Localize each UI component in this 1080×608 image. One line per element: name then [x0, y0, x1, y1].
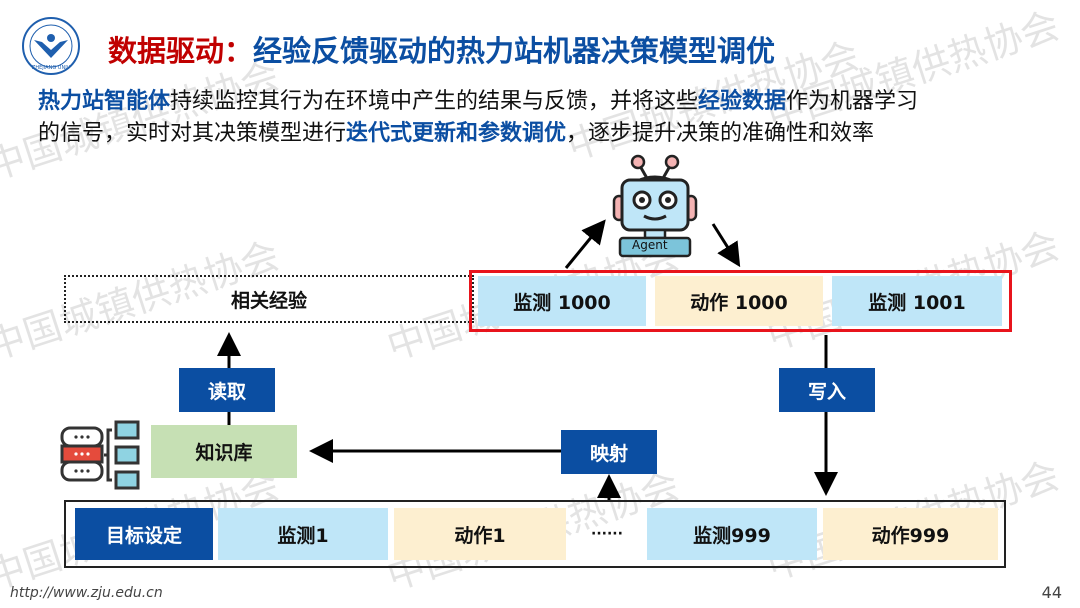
history-item-action-999: 动作999 [823, 508, 998, 560]
intro-paragraph: 热力站智能体持续监控其行为在环境中产生的结果与反馈，并将这些经验数据作为机器学习… [38, 86, 1048, 150]
current-sequence-frame [469, 270, 1012, 332]
intro-line-1: 热力站智能体持续监控其行为在环境中产生的结果与反馈，并将这些经验数据作为机器学习 [38, 86, 1048, 118]
database-icon-wrap [60, 420, 150, 490]
knowledge-base-box: 知识库 [151, 425, 297, 478]
zhejiang-university-logo-icon: ZHEJIANG UNIV [22, 17, 80, 75]
agent-robot: Agent [600, 152, 710, 258]
sequence-item-label: 动作 1000 [690, 291, 788, 314]
history-sequence-frame [64, 500, 1006, 568]
history-item-ellipsis: ······ [568, 508, 646, 560]
history-item-monitor-999: 监测999 [647, 508, 817, 560]
intro-text: 的信号，实时对其决策模型进行 [38, 121, 347, 146]
sequence-item-monitor-1000: 监测 1000 [478, 276, 646, 326]
highlight-experience-data: 经验数据 [698, 89, 787, 114]
map-label: 映射 [589, 442, 628, 465]
knowledge-base-label: 知识库 [195, 442, 253, 464]
title-prefix: 数据驱动： [108, 34, 254, 68]
highlight-iterative-update: 迭代式更新和参数调优 [346, 121, 567, 146]
read-label-box: 读取 [179, 368, 275, 412]
sequence-item-label: 监测 1000 [513, 291, 611, 314]
history-item-monitor-1: 监测1 [218, 508, 388, 560]
history-item-action-1: 动作1 [394, 508, 566, 560]
write-label-box: 写入 [779, 368, 875, 412]
sequence-item-label: 监测 1001 [868, 291, 966, 314]
page-title: 数据驱动：经验反馈驱动的热力站机器决策模型调优 [108, 28, 775, 70]
history-item-goal-setting: 目标设定 [75, 508, 213, 560]
arrow-from-agent [711, 223, 741, 268]
history-item-label: 目标设定 [105, 524, 182, 547]
history-item-label: ······ [591, 526, 623, 542]
history-item-label: 监测1 [277, 524, 329, 547]
sequence-item-monitor-1001: 监测 1001 [832, 276, 1002, 326]
intro-text: 作为机器学习 [786, 89, 919, 114]
title-main: 经验反馈驱动的热力站机器决策模型调优 [253, 34, 776, 68]
svg-text:ZHEJIANG UNIV: ZHEJIANG UNIV [32, 65, 71, 71]
highlight-agent: 热力站智能体 [38, 89, 171, 114]
related-experience-box: 相关经验 [64, 275, 474, 323]
history-item-label: 动作999 [871, 524, 950, 547]
agent-label: Agent [632, 238, 668, 252]
sequence-item-action-1000: 动作 1000 [655, 276, 823, 326]
database-icon [60, 420, 140, 490]
map-label-box: 映射 [561, 430, 657, 474]
university-logo: ZHEJIANG UNIV [20, 16, 98, 76]
intro-text: ，逐步提升决策的准确性和效率 [566, 121, 875, 146]
intro-text: 持续监控其行为在环境中产生的结果与反馈，并将这些 [170, 89, 699, 114]
read-label: 读取 [207, 380, 246, 403]
intro-line-2: 的信号，实时对其决策模型进行迭代式更新和参数调优，逐步提升决策的准确性和效率 [38, 118, 1048, 150]
page-number: 44 [1041, 583, 1062, 602]
history-item-label: 监测999 [693, 524, 771, 547]
history-item-label: 动作1 [454, 524, 506, 547]
write-label: 写入 [807, 380, 846, 403]
related-experience-label: 相关经验 [230, 289, 307, 312]
robot-icon [612, 154, 698, 258]
footer-url[interactable]: http://www.zju.edu.cn [10, 585, 163, 601]
arrow-to-agent [564, 219, 606, 269]
